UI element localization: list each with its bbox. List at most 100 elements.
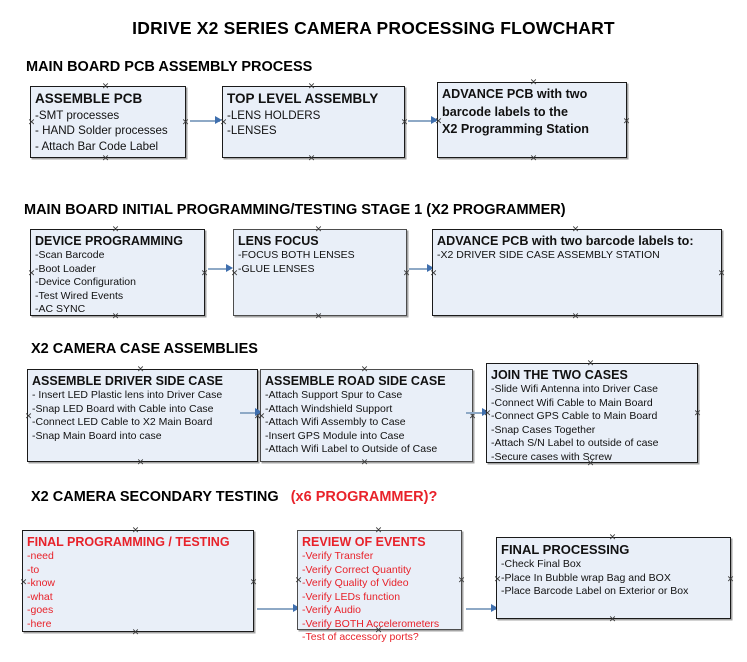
handle-left-icon[interactable] xyxy=(434,117,443,126)
handle-top-icon[interactable] xyxy=(571,225,580,234)
handle-left-icon[interactable] xyxy=(429,269,438,278)
handle-top-icon[interactable] xyxy=(131,526,140,535)
handle-right-icon[interactable] xyxy=(200,269,209,278)
node-line: X2 Programming Station xyxy=(442,122,589,136)
node-final-programming-testing[interactable]: FINAL PROGRAMMING / TESTING -need -to -k… xyxy=(22,530,254,632)
section-heading-main-board-pcb-assembly: MAIN BOARD PCB ASSEMBLY PROCESS xyxy=(26,59,312,75)
handle-right-icon[interactable] xyxy=(622,117,631,126)
node-lines: -FOCUS BOTH LENSES -GLUE LENSES xyxy=(238,249,402,276)
handle-bottom-icon[interactable] xyxy=(571,312,580,321)
node-line: -Connect Wifi Cable to Main Board xyxy=(491,396,653,409)
handle-bottom-icon[interactable] xyxy=(307,154,316,163)
node-line: - Insert LED Plastic lens into Driver Ca… xyxy=(32,389,223,401)
handle-bottom-icon[interactable] xyxy=(131,628,140,637)
handle-left-icon[interactable] xyxy=(219,118,228,127)
node-line: barcode labels to the xyxy=(442,104,568,119)
handle-bottom-icon[interactable] xyxy=(586,459,595,468)
handle-bottom-icon[interactable] xyxy=(101,154,110,163)
handle-right-icon[interactable] xyxy=(181,118,190,127)
handle-top-icon[interactable] xyxy=(374,526,383,535)
node-assemble-pcb[interactable]: ASSEMBLE PCB -SMT processes - HAND Solde… xyxy=(30,86,186,158)
node-title: ASSEMBLE PCB xyxy=(35,91,143,106)
handle-top-icon[interactable] xyxy=(360,365,369,374)
node-lines: -Check Final Box -Place In Bubble wrap B… xyxy=(501,558,726,599)
handle-left-icon[interactable] xyxy=(493,575,502,584)
handle-left-icon[interactable] xyxy=(294,576,303,585)
handle-top-icon[interactable] xyxy=(608,533,617,542)
handle-bottom-icon[interactable] xyxy=(111,312,120,321)
handle-left-icon[interactable] xyxy=(257,412,266,421)
section-heading-red-text: (x6 PROGRAMMER)? xyxy=(290,489,438,505)
node-assemble-road-side-case[interactable]: ASSEMBLE ROAD SIDE CASE -Attach Support … xyxy=(260,369,473,462)
node-title: LENS FOCUS xyxy=(238,234,319,248)
section-heading-x2-camera-case-assemblies: X2 CAMERA CASE ASSEMBLIES xyxy=(31,341,258,357)
node-line: -Place Barcode Label on Exterior or Box xyxy=(501,585,689,597)
node-lines: -Verify Transfer -Verify Correct Quantit… xyxy=(302,550,457,645)
node-line: -LENSES xyxy=(227,124,277,138)
handle-bottom-icon[interactable] xyxy=(314,312,323,321)
node-advance-pcb-to-x2-programming-station[interactable]: ADVANCE PCB with two barcode labels to t… xyxy=(437,82,627,158)
handle-right-icon[interactable] xyxy=(726,575,735,584)
handle-right-icon[interactable] xyxy=(249,578,258,587)
node-lines: -SMT processes - HAND Solder processes -… xyxy=(35,108,181,155)
node-line: -SMT processes xyxy=(35,108,120,122)
section-heading-text: MAIN BOARD PCB ASSEMBLY PROCESS xyxy=(26,59,313,75)
node-line: -AC SYNC xyxy=(35,303,86,315)
handle-left-icon[interactable] xyxy=(27,118,36,127)
handle-top-icon[interactable] xyxy=(111,225,120,234)
handle-bottom-icon[interactable] xyxy=(529,154,538,163)
node-lines: -need -to -know -what -goes -here xyxy=(27,550,249,631)
node-title: TOP LEVEL ASSEMBLY xyxy=(227,91,379,106)
section-heading-main-board-initial-programming: MAIN BOARD INITIAL PROGRAMMING/TESTING S… xyxy=(24,202,566,218)
node-review-of-events[interactable]: REVIEW OF EVENTS -Verify Transfer -Verif… xyxy=(294,530,462,643)
node-lines: -Scan Barcode -Boot Loader -Device Confi… xyxy=(35,249,200,317)
arrowhead-icon xyxy=(491,604,498,612)
handle-top-icon[interactable] xyxy=(314,225,323,234)
node-lines: - Insert LED Plastic lens into Driver Ca… xyxy=(32,389,253,443)
handle-bottom-icon[interactable] xyxy=(374,626,383,635)
handle-top-icon[interactable] xyxy=(529,78,538,87)
section-heading-text: X2 CAMERA CASE ASSEMBLIES xyxy=(31,341,258,357)
node-line: - HAND Solder processes xyxy=(35,124,168,138)
node-line: -Boot Loader xyxy=(35,262,96,275)
handle-left-icon[interactable] xyxy=(19,578,28,587)
handle-top-icon[interactable] xyxy=(307,82,316,91)
handle-top-icon[interactable] xyxy=(136,365,145,374)
conn-review-to-final-processing xyxy=(466,608,496,610)
handle-left-icon[interactable] xyxy=(24,412,33,421)
section-heading-text: MAIN BOARD INITIAL PROGRAMMING/TESTING S… xyxy=(24,202,566,218)
node-assemble-driver-side-case[interactable]: ASSEMBLE DRIVER SIDE CASE - Insert LED P… xyxy=(27,369,258,462)
node-lens-focus[interactable]: LENS FOCUS -FOCUS BOTH LENSES -GLUE LENS… xyxy=(233,229,407,316)
node-device-programming[interactable]: DEVICE PROGRAMMING -Scan Barcode -Boot L… xyxy=(30,229,205,316)
handle-bottom-icon[interactable] xyxy=(136,458,145,467)
conn-device-programming-to-lens-focus xyxy=(208,268,230,270)
handle-top-icon[interactable] xyxy=(586,359,595,368)
node-join-the-two-cases[interactable]: JOIN THE TWO CASES -Slide Wifi Antenna i… xyxy=(486,363,698,463)
handle-top-icon[interactable] xyxy=(101,82,110,91)
node-top-level-assembly[interactable]: TOP LEVEL ASSEMBLY -LENS HOLDERS -LENSES xyxy=(222,86,405,158)
handle-right-icon[interactable] xyxy=(693,409,702,418)
handle-bottom-icon[interactable] xyxy=(360,458,369,467)
conn-driver-case-to-road-case xyxy=(240,412,262,414)
conn-lens-focus-to-advance-pcb xyxy=(409,268,431,270)
handle-right-icon[interactable] xyxy=(402,269,411,278)
conn-assemble-pcb-to-top-level xyxy=(190,120,220,122)
node-title: ADVANCE PCB with two barcode labels to: xyxy=(437,234,694,248)
node-line: -Insert GPS Module into Case xyxy=(265,429,405,442)
node-line: -Snap Main Board into case xyxy=(32,429,162,442)
node-line: -Attach Wifi Assembly to Case xyxy=(265,416,406,428)
node-line: -Connect GPS Cable to Main Board xyxy=(491,410,658,422)
page-title: IDRIVE X2 SERIES CAMERA PROCESSING FLOWC… xyxy=(132,18,615,38)
handle-left-icon[interactable] xyxy=(27,269,36,278)
handle-bottom-icon[interactable] xyxy=(608,615,617,624)
handle-right-icon[interactable] xyxy=(717,269,726,278)
node-lines: -X2 DRIVER SIDE CASE ASSEMBLY STATION xyxy=(437,249,717,263)
node-line: -Secure cases with Screw xyxy=(491,450,612,463)
handle-left-icon[interactable] xyxy=(483,409,492,418)
handle-left-icon[interactable] xyxy=(230,269,239,278)
node-final-processing[interactable]: FINAL PROCESSING -Check Final Box -Place… xyxy=(496,537,731,619)
conn-final-programming-to-review xyxy=(257,608,299,610)
handle-right-icon[interactable] xyxy=(457,576,466,585)
node-advance-pcb-to-driver-side-case-station[interactable]: ADVANCE PCB with two barcode labels to: … xyxy=(432,229,722,316)
